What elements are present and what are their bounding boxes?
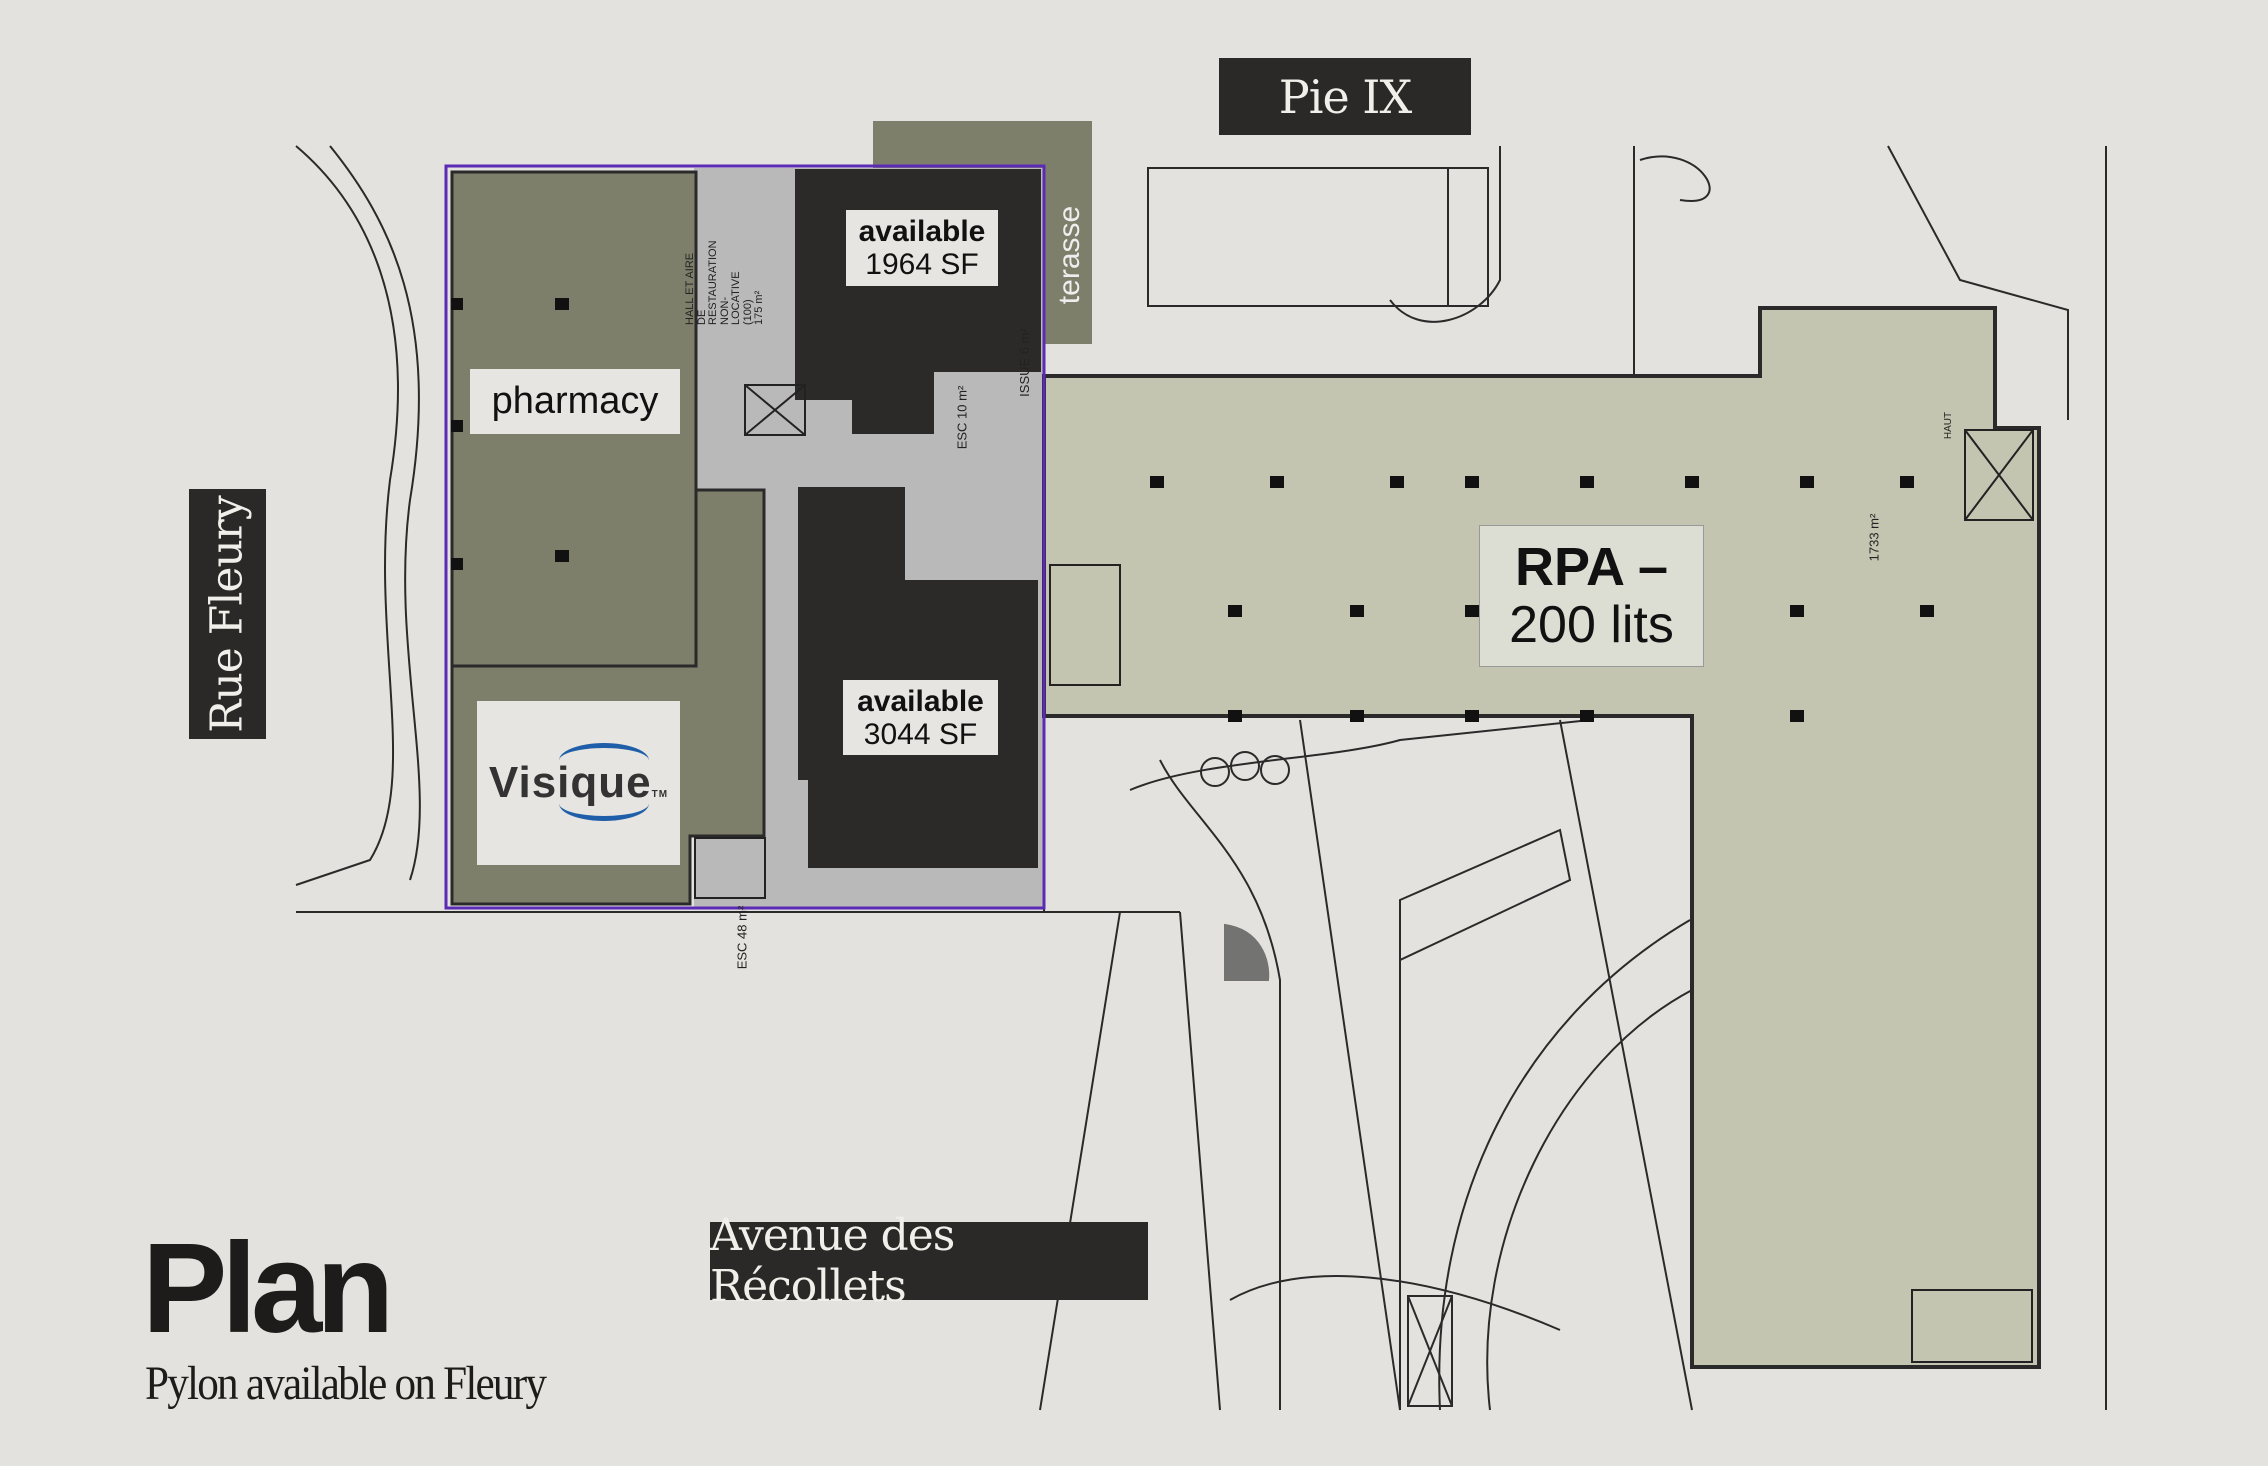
street-label-avenue-des-recollets: Avenue des Récollets [710, 1210, 1148, 1312]
retail-outline [444, 164, 1046, 910]
available-label-1964: available 1964 SF [846, 210, 998, 286]
rpa-capacity: 200 lits [1509, 596, 1674, 655]
hall-label-line: HALL ET AIRE DE [684, 252, 708, 325]
available-unit-3044 [798, 487, 1038, 868]
page-title: Plan [142, 1217, 394, 1360]
street-label-rue-fleury: Rue Fleury [189, 489, 266, 739]
rpa-area-label: 1733 m² [1866, 513, 1882, 562]
esc-lower-label: ESC 48 m² [734, 905, 750, 970]
visique-logo: VisiqueTM [477, 701, 680, 865]
logo-arc-bottom [558, 786, 649, 822]
unit-area: 3044 SF [863, 717, 978, 751]
issue-label: ISSUE 6 m² [1016, 328, 1032, 397]
stairs-elevators [694, 384, 2034, 1363]
unit-area: 1964 SF [865, 248, 979, 281]
logo-arc-top [558, 742, 649, 778]
availability-status: available [857, 684, 984, 718]
site-linework [295, 145, 2107, 1411]
pharmacy-label: pharmacy [470, 369, 680, 434]
terrace-label: terasse [1040, 190, 1100, 320]
street-label-rue-fleury-text: Rue Fleury [202, 495, 253, 733]
street-label-pie-ix: Pie IX [1219, 58, 1471, 135]
rpa-label: RPA – 200 lits [1479, 525, 1704, 667]
esc-upper-label: ESC 10 m² [954, 385, 970, 450]
rpa-title: RPA – [1514, 536, 1669, 597]
page-subtitle: Pylon available on Fleury [145, 1357, 547, 1410]
available-label-3044: available 3044 SF [843, 680, 998, 755]
structural-columns [451, 298, 1934, 722]
hall-label-line: 175 m² [753, 290, 766, 325]
hall-label: HALL ET AIRE DE RESTAURATION NON-LOCATIV… [684, 240, 795, 325]
terrace-label-text: terasse [1053, 205, 1087, 305]
hall-label-line: NON-LOCATIVE [718, 271, 743, 325]
haut-label: HAUT [1943, 411, 1955, 440]
availability-status: available [858, 215, 986, 248]
hall-label-line: RESTAURATION [707, 240, 720, 325]
visique-tm: TM [651, 788, 669, 800]
